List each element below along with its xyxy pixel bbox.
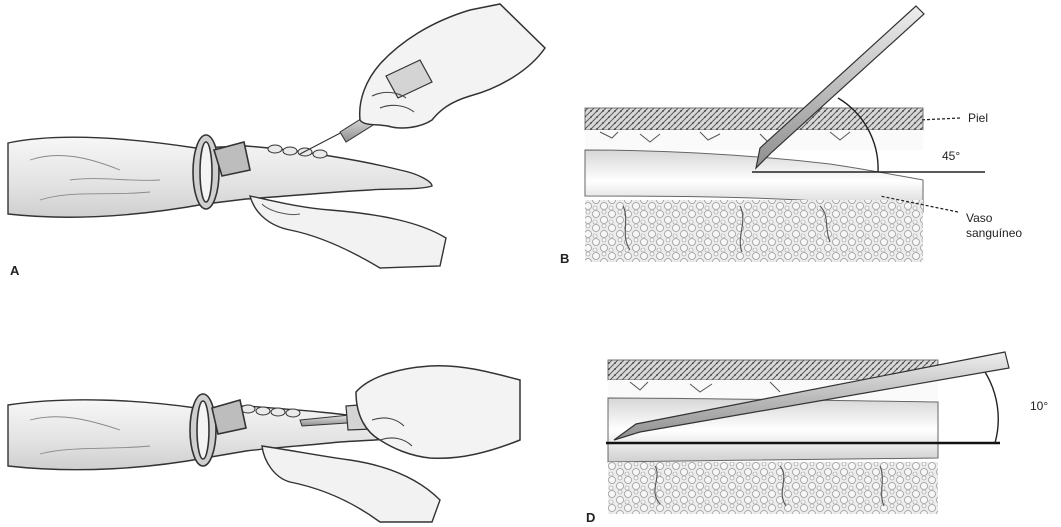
panel-a-letter: A [10,263,20,278]
support-hand-c [262,446,440,522]
holding-hand-c [356,366,520,459]
panel-a: A [8,4,545,278]
panel-d-letter: D [586,510,595,525]
panel-c [8,366,520,522]
vessel-label-2: sanguíneo [966,226,1022,240]
holding-hand-a [360,4,545,128]
angle-10-label: 10° [1030,399,1048,413]
skin-label: Piel [968,111,988,125]
panel-d: 10° D [586,352,1048,525]
vessel-label-1: Vaso [966,211,993,225]
fat-layer-d [608,462,938,514]
skin-layer-b [585,108,923,130]
angle-45-label: 45° [942,149,960,163]
support-hand-a [250,196,446,268]
panel-b-letter: B [560,251,569,266]
panel-b: Piel 45° Vaso sanguíneo B [560,6,1022,266]
fat-layer-b [585,200,923,262]
